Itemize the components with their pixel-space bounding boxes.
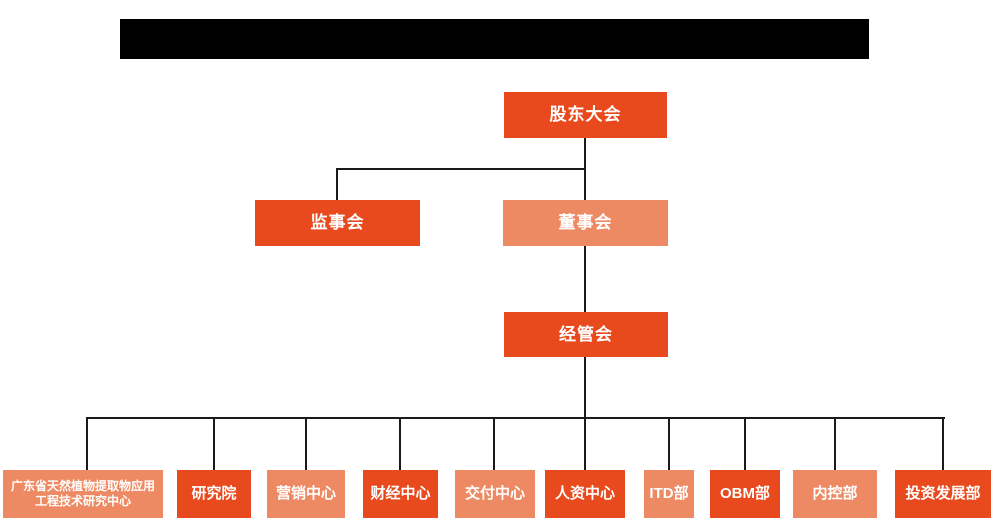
node-dept-hr-center: 人资中心 [545, 470, 625, 518]
node-label: 交付中心 [464, 484, 525, 502]
node-label: 投资发展部 [905, 484, 981, 502]
connector-directors-down [584, 246, 586, 312]
node-label: 经管会 [559, 324, 613, 344]
node-label: 股东大会 [549, 105, 622, 125]
redacted-title-bar [120, 19, 869, 59]
node-dept-delivery-center: 交付中心 [455, 470, 535, 518]
connector-drop-research-institute [213, 417, 215, 470]
connector-branch-horizontal [336, 168, 586, 170]
node-dept-research-center: 广东省天然植物提取物应用工程技术研究中心 [3, 470, 163, 518]
connector-drop-investment-development [942, 417, 944, 470]
node-dept-obm: OBM部 [710, 470, 780, 518]
node-dept-marketing-center: 营销中心 [267, 470, 345, 518]
connector-drop-finance-center [399, 417, 401, 470]
connector-supervisory-drop [336, 168, 338, 200]
node-label: 营销中心 [275, 484, 336, 502]
node-label: 监事会 [310, 213, 365, 233]
node-management-committee: 经管会 [504, 312, 668, 357]
connector-management-down [584, 357, 586, 418]
node-label: 研究院 [191, 484, 237, 502]
node-label: 广东省天然植物提取物应用工程技术研究中心 [10, 479, 155, 508]
node-dept-itd: ITD部 [644, 470, 694, 518]
node-label: 董事会 [558, 213, 613, 233]
node-dept-investment-development: 投资发展部 [895, 470, 991, 518]
node-dept-internal-control: 内控部 [793, 470, 877, 518]
node-dept-finance-center: 财经中心 [363, 470, 438, 518]
connector-drop-internal-control [834, 417, 836, 470]
node-dept-research-institute: 研究院 [177, 470, 251, 518]
connector-drop-hr-center [584, 417, 586, 470]
node-shareholders-meeting: 股东大会 [504, 92, 667, 138]
node-supervisory-board: 监事会 [255, 200, 420, 246]
connector-drop-research-center [86, 417, 88, 470]
connector-drop-itd [668, 417, 670, 470]
connector-bus-horizontal [86, 417, 945, 419]
node-label: 财经中心 [370, 484, 431, 502]
connector-drop-obm [744, 417, 746, 470]
node-board-of-directors: 董事会 [503, 200, 668, 246]
connector-drop-marketing-center [305, 417, 307, 470]
node-label: 人资中心 [554, 484, 615, 502]
node-label: ITD部 [649, 484, 689, 502]
node-label: 内控部 [812, 484, 858, 502]
connector-drop-delivery-center [493, 417, 495, 470]
node-label: OBM部 [720, 484, 770, 502]
